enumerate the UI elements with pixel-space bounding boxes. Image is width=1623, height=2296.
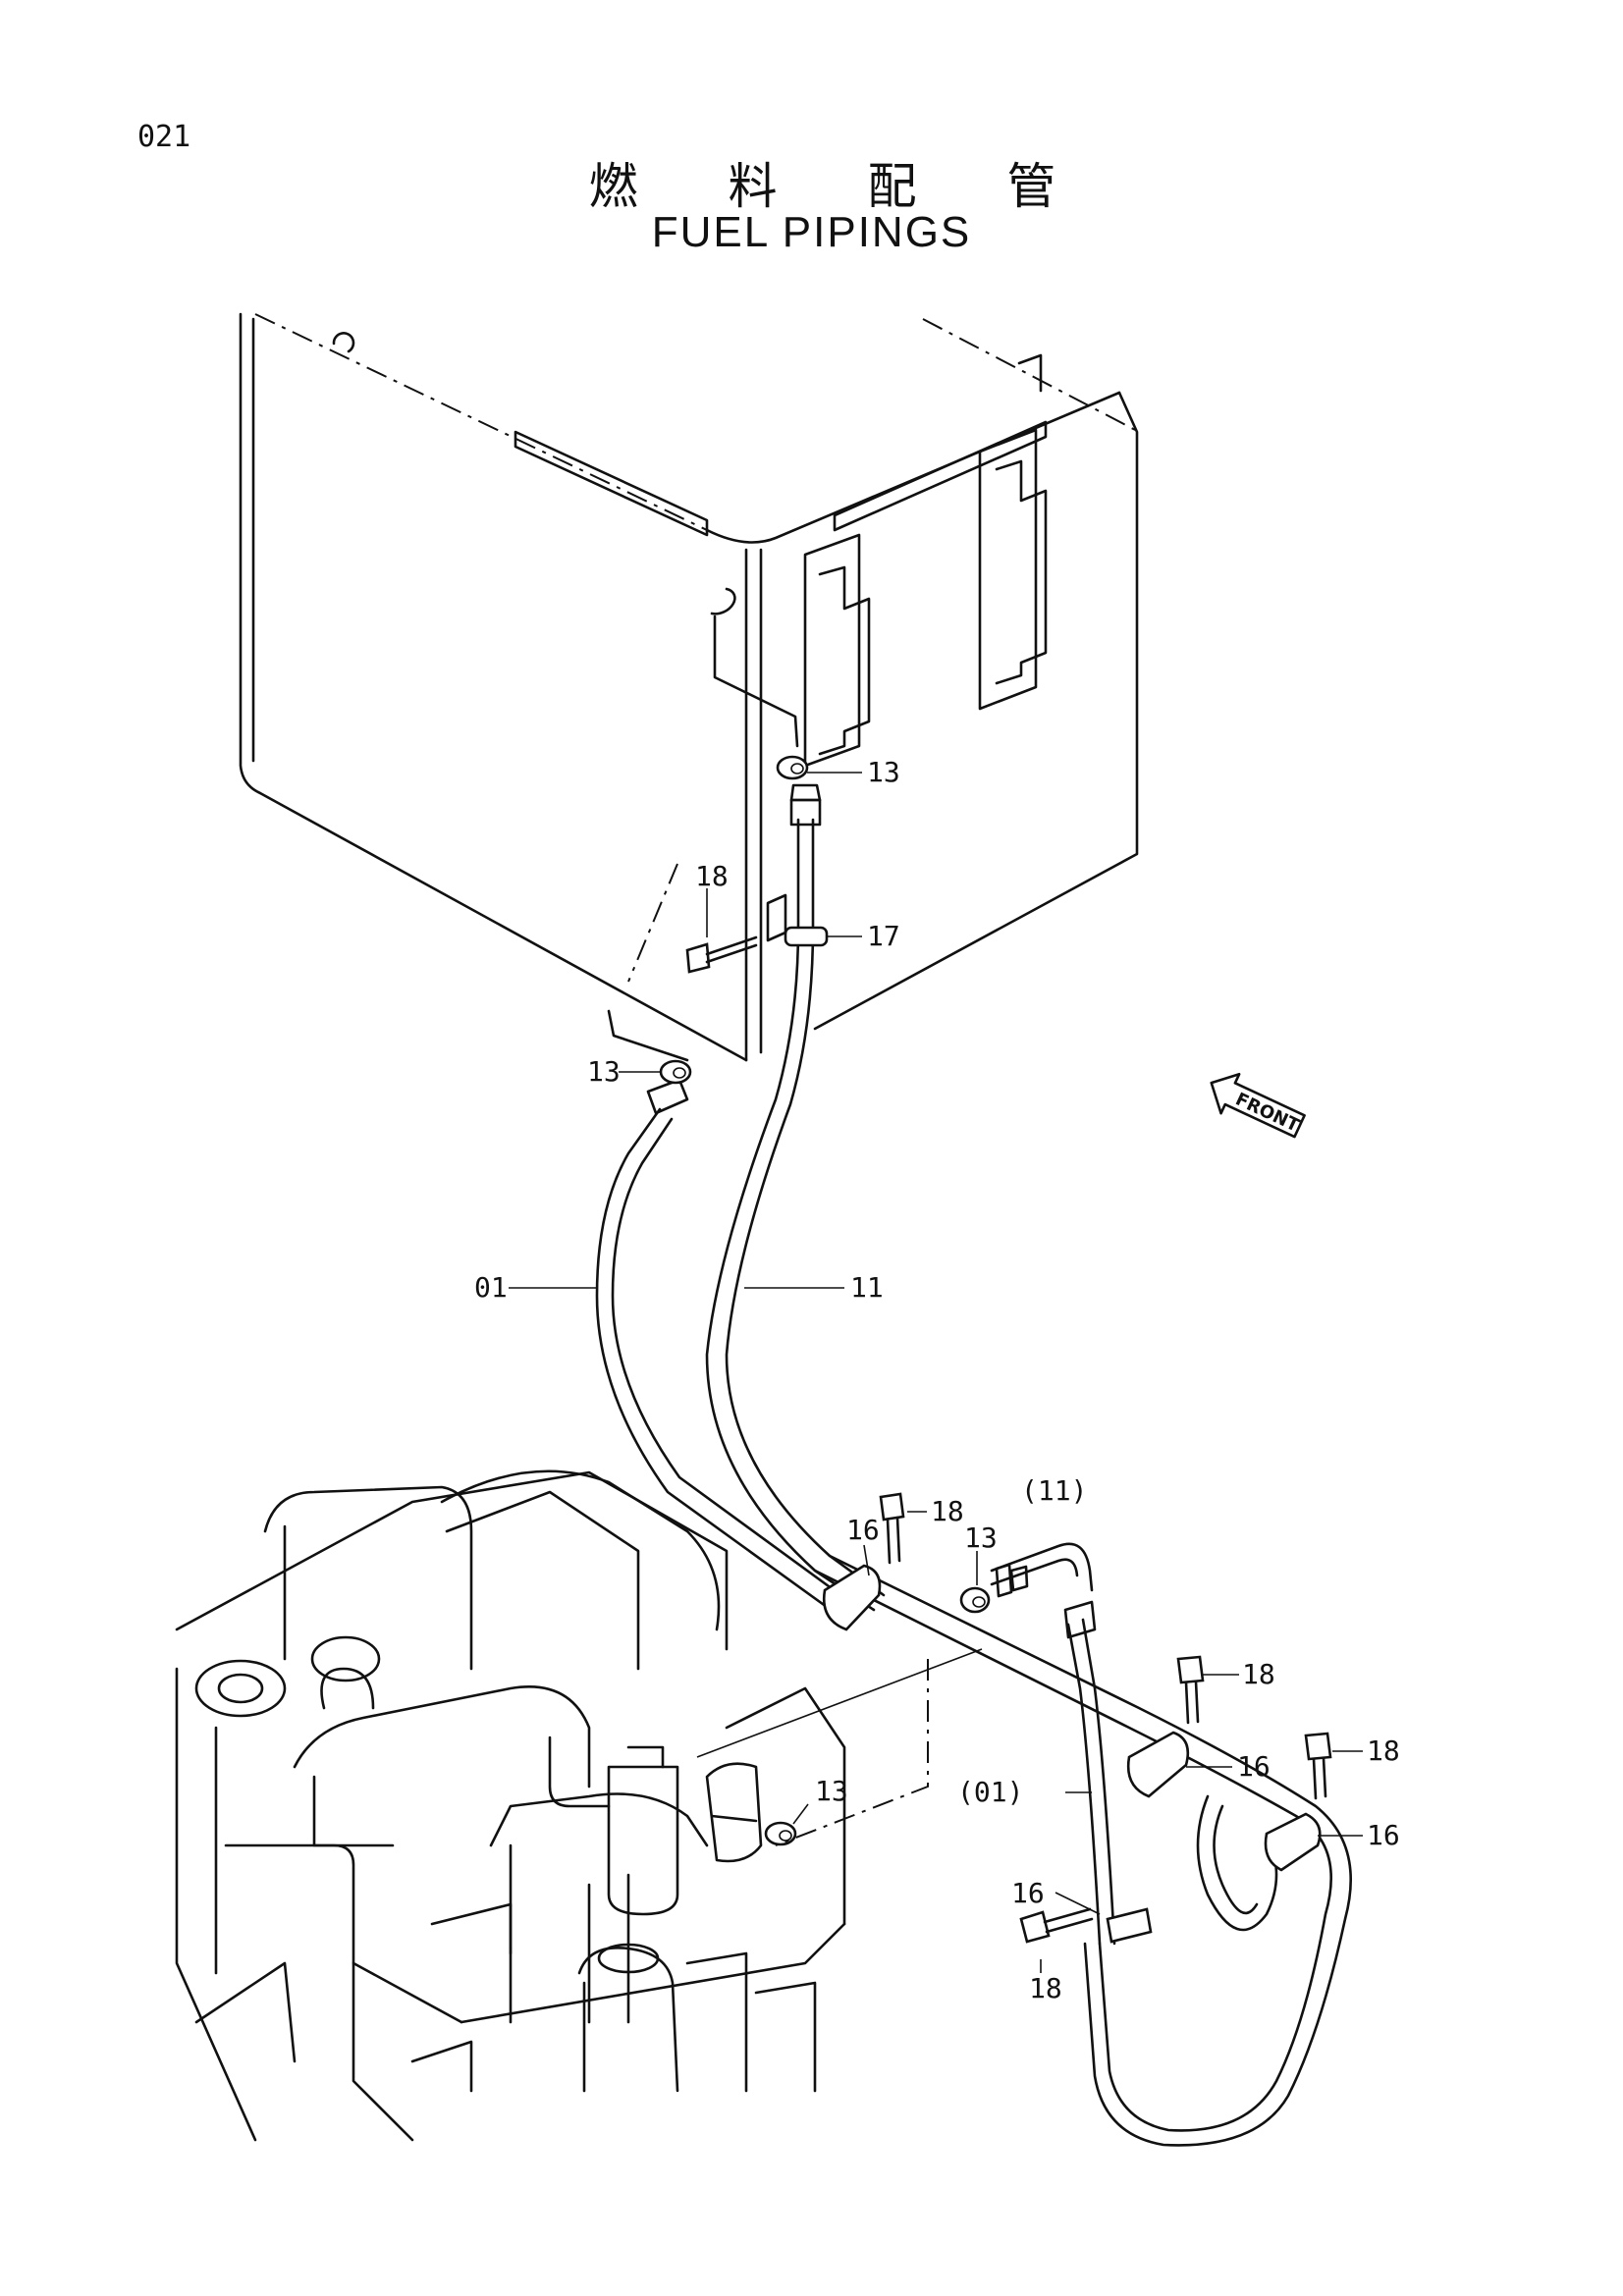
leader-line: [627, 863, 678, 983]
bolt-18-b: [879, 1492, 905, 1565]
callout-01-paren: (01): [957, 1776, 1023, 1808]
front-arrow-icon: FRONT: [1210, 1072, 1306, 1139]
bolt-18-d: [1304, 1732, 1332, 1800]
band-clamp-16a: [822, 1564, 882, 1631]
hose-01: [595, 1078, 856, 1622]
page-number: 021: [137, 120, 191, 154]
clamp-13-upper: [776, 755, 809, 780]
callout-01: 01: [474, 1271, 508, 1304]
band-clamp-16c: [1264, 1812, 1322, 1872]
band-clamp-16d: [1106, 1907, 1153, 1944]
fuel-tank: [239, 312, 1140, 1062]
bolt-18-e: [1019, 1907, 1094, 1944]
callout-18-e: 18: [1029, 1972, 1062, 2004]
callout-18-b: 18: [931, 1495, 964, 1527]
callout-11-paren: (11): [1021, 1474, 1087, 1507]
callout-18-c: 18: [1242, 1658, 1275, 1690]
clamp-13-filter: [764, 1821, 797, 1846]
band-clamp-16b: [1126, 1731, 1190, 1798]
callout-16-c: 16: [1367, 1819, 1400, 1851]
fitting-11: [995, 1563, 1029, 1598]
callout-11: 11: [850, 1271, 884, 1304]
clamp-13-left: [659, 1059, 692, 1085]
callout-17: 17: [867, 920, 900, 952]
bolt-18-c: [1176, 1655, 1205, 1725]
engine: [175, 1469, 846, 2142]
title-japanese: 燃 料 配 管: [588, 158, 1094, 215]
callout-13-upper: 13: [867, 756, 900, 788]
callout-18-d: 18: [1367, 1735, 1400, 1767]
bolt-18-upper: [685, 935, 758, 974]
clamp-13-mid: [959, 1586, 991, 1614]
callout-13-filter: 13: [815, 1775, 848, 1807]
hose-11: [705, 783, 886, 1612]
callout-16-a: 16: [846, 1514, 880, 1546]
callout-13-left: 13: [587, 1055, 621, 1088]
title-english: FUEL PIPINGS: [651, 208, 972, 256]
callout-leaders: [509, 772, 1363, 1973]
bracket-17: [766, 893, 787, 942]
callout-16-d: 16: [1011, 1877, 1045, 1909]
callout-16-b: 16: [1237, 1750, 1271, 1783]
callout-13-mid: 13: [964, 1522, 998, 1554]
callout-18-upper: 18: [695, 860, 729, 892]
hose-bundle: [813, 1542, 1352, 2147]
